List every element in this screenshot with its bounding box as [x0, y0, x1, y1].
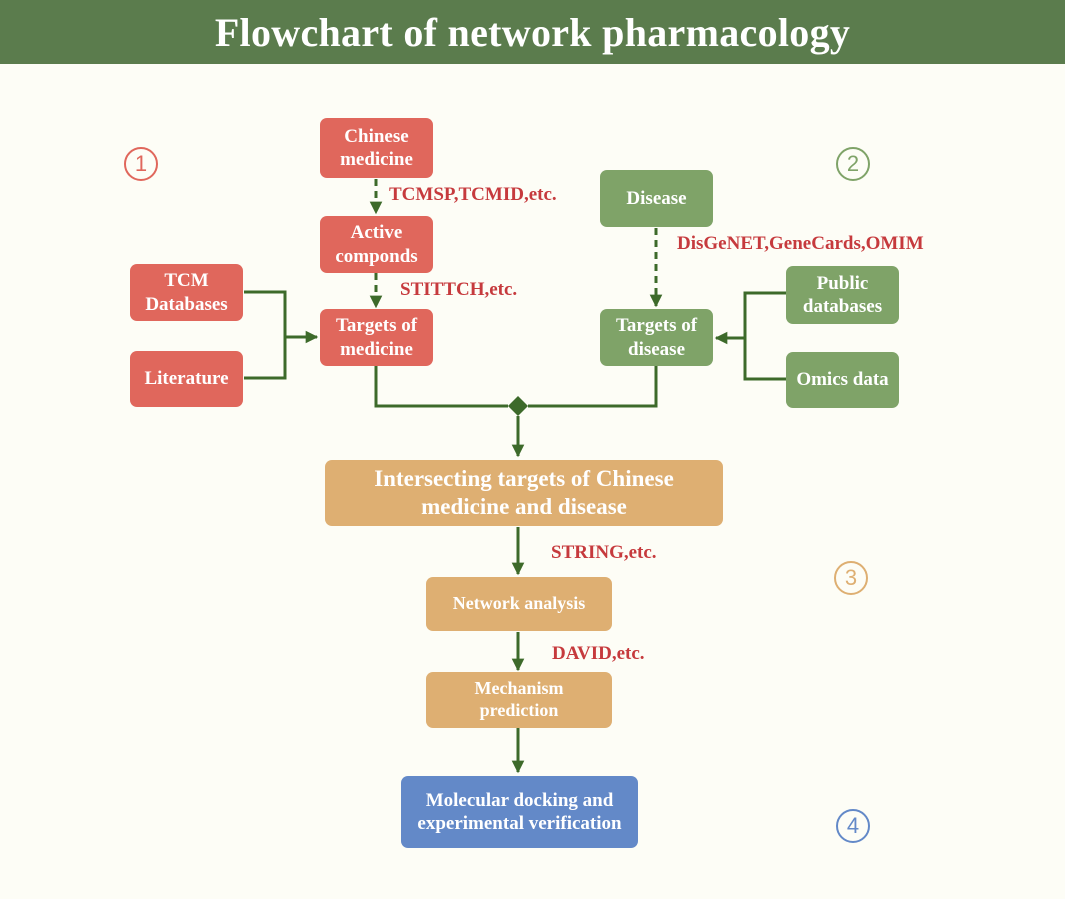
targets-of-disease-box: Targets of disease	[600, 309, 713, 366]
step-number-1: 1	[124, 147, 158, 181]
disease-box: Disease	[600, 170, 713, 227]
label-string: STRING,etc.	[551, 542, 657, 563]
targets-of-medicine-box: Targets of medicine	[320, 309, 433, 366]
tcm-databases-box: TCM Databases	[130, 264, 243, 321]
chinese-medicine-box: Chinese medicine	[320, 118, 433, 178]
intersecting-targets-box: Intersecting targets of Chinese medicine…	[325, 460, 723, 526]
network-analysis-box: Network analysis	[426, 577, 612, 631]
step-number-3: 3	[834, 561, 868, 595]
label-stittch: STITTCH,etc.	[400, 279, 518, 300]
literature-box: Literature	[130, 351, 243, 407]
page-title: Flowchart of network pharmacology	[214, 9, 851, 55]
step-number-2: 2	[836, 147, 870, 181]
merge-disease-line	[528, 366, 658, 408]
public-databases-box: Public databases	[786, 266, 899, 324]
mechanism-prediction-box: Mechanism prediction	[426, 672, 612, 728]
label-tcmsp-tcmid: TCMSP,TCMID,etc.	[389, 184, 557, 205]
label-david: DAVID,etc.	[552, 643, 645, 664]
bracket-public-omics	[743, 291, 786, 381]
active-components-box: Active componds	[320, 216, 433, 273]
title-banner: Flowchart of network pharmacology	[0, 0, 1065, 64]
merge-medicine-line	[374, 366, 508, 408]
bracket-tcm-literature	[244, 290, 287, 380]
step-number-4: 4	[836, 809, 870, 843]
omics-data-box: Omics data	[786, 352, 899, 408]
merge-diamond	[508, 396, 528, 416]
label-disgenet-genecards-omim: DisGeNET,GeneCards,OMIM	[677, 233, 924, 254]
molecular-docking-box: Molecular docking and experimental verif…	[401, 776, 638, 848]
